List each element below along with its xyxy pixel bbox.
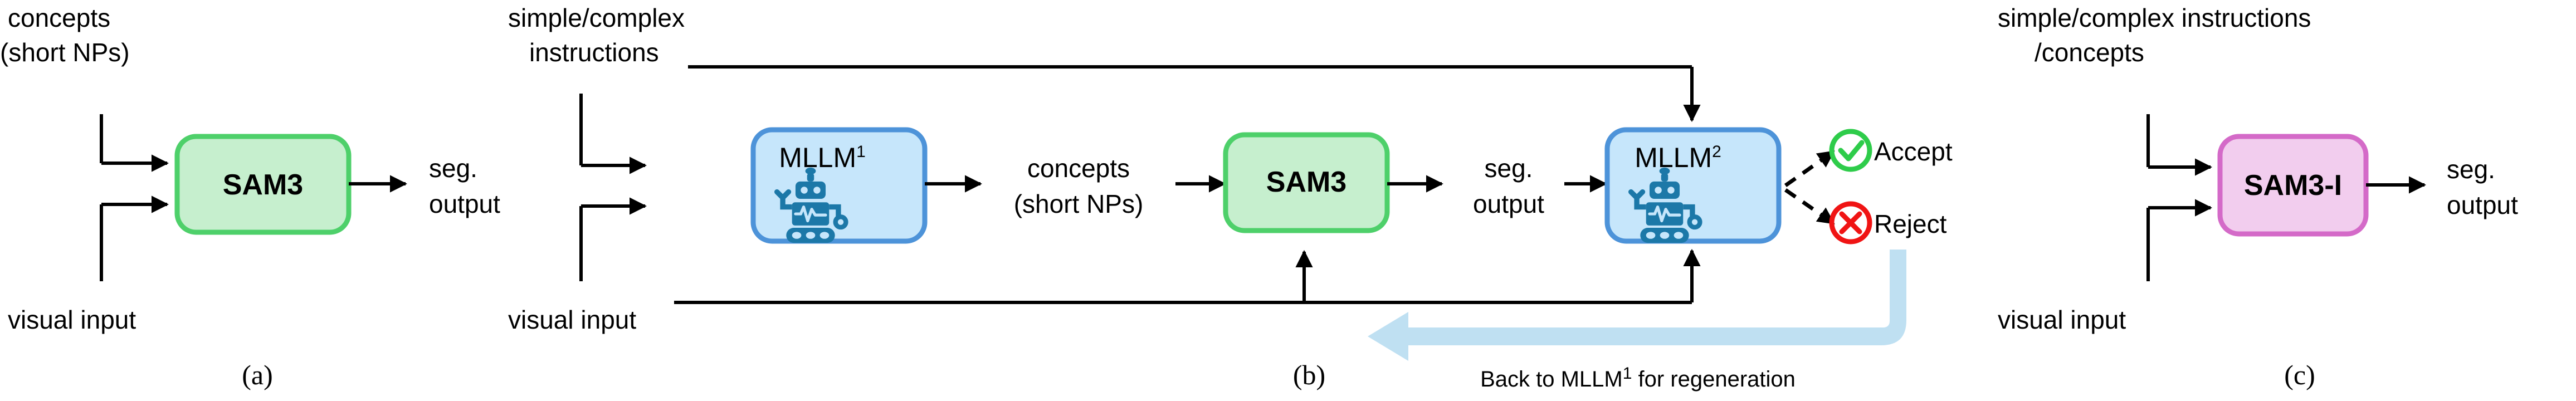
panel-b-concepts-line2: (short NPs) <box>1014 189 1144 218</box>
panel-a-seg-line1: seg. <box>429 154 477 183</box>
panel-b-instructions-line2: instructions <box>529 38 659 67</box>
panel-b-concepts-line1: concepts <box>1027 154 1130 183</box>
robot-icon-mllm1 <box>774 167 848 243</box>
panel-a-seg-line2: output <box>429 189 500 218</box>
panel-b-seg-line1: seg. <box>1485 154 1533 183</box>
mllm1-block-label: MLLM1 <box>779 142 866 173</box>
panel-b-seg-line2: output <box>1473 189 1544 218</box>
panel-c-caption: (c) <box>2284 359 2315 390</box>
reject-dashed-arrow <box>1784 188 1835 224</box>
robot-icon-mllm2 <box>1628 167 1702 243</box>
panel-a-concepts-line1: concepts <box>8 3 110 32</box>
panel-b-caption: (b) <box>1293 359 1325 390</box>
reject-label: Reject <box>1874 209 1947 238</box>
panel-c-instructions-line2: /concepts <box>2035 38 2144 67</box>
sam3i-block-label: SAM3-I <box>2244 169 2342 202</box>
panel-b: simple/complex instructions MLLM1 <box>508 3 1953 392</box>
panel-c-instructions-line1: simple/complex instructions <box>1998 3 2311 32</box>
panel-b-visual-input-label: visual input <box>508 305 636 334</box>
panel-a-caption: (a) <box>242 359 273 390</box>
check-circle-icon <box>1829 129 1872 172</box>
panel-c-seg-line2: output <box>2447 190 2518 219</box>
regeneration-feedback-arrow <box>1368 250 1906 361</box>
mllm2-block-label: MLLM2 <box>1635 142 1721 173</box>
panel-c-visual-input-label: visual input <box>1998 305 2126 334</box>
panel-c: simple/complex instructions /concepts SA… <box>1998 3 2518 390</box>
sam3-block-a-label: SAM3 <box>223 169 303 201</box>
panel-a: concepts (short NPs) SAM3 seg. output vi… <box>0 3 500 390</box>
sam3-block-b-label: SAM3 <box>1266 166 1346 198</box>
accept-dashed-arrow <box>1784 150 1835 187</box>
accept-label: Accept <box>1874 137 1953 166</box>
x-circle-icon <box>1829 201 1872 244</box>
panel-b-instructions-line1: simple/complex <box>508 3 685 32</box>
panel-c-seg-line1: seg. <box>2447 155 2495 184</box>
regeneration-feedback-label: Back to MLLM1 for regeneration <box>1480 364 1796 392</box>
panel-a-concepts-line2: (short NPs) <box>0 38 130 67</box>
panel-a-visual-input-label: visual input <box>8 305 136 334</box>
